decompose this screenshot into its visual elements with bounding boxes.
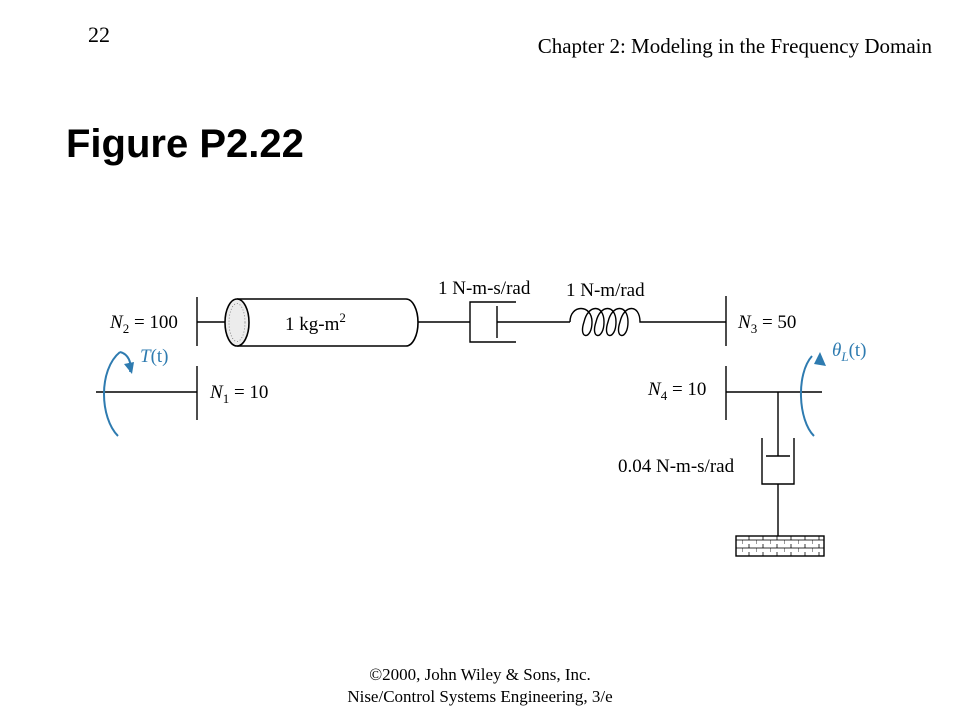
gear-n3-label: N3 = 50 <box>737 312 796 336</box>
gear-n2-n1-assembly <box>96 297 232 420</box>
footer: ©2000, John Wiley & Sons, Inc. Nise/Cont… <box>0 664 960 708</box>
damper-top-label: 1 N-m-s/rad <box>438 278 531 299</box>
copyright-line: ©2000, John Wiley & Sons, Inc. <box>369 665 591 684</box>
spring-label: 1 N-m/rad <box>566 280 645 301</box>
ground-block <box>735 535 825 557</box>
book-title-line: Nise/Control Systems Engineering, 3/e <box>347 687 613 706</box>
damper-bottom <box>761 438 795 536</box>
damper-bottom-label: 0.04 N-m-s/rad <box>618 456 735 477</box>
angle-arrow <box>800 355 815 437</box>
angle-arrowhead <box>814 352 826 366</box>
gear-n1-label: N1 = 10 <box>209 382 268 406</box>
angle-label: θL(t) <box>832 340 867 364</box>
spring-coil <box>569 307 726 337</box>
chapter-title: Chapter 2: Modeling in the Frequency Dom… <box>537 34 932 58</box>
gear-n4-label: N4 = 10 <box>647 379 706 403</box>
torque-arrowhead <box>124 362 134 374</box>
gear-n3-n4-assembly <box>725 296 822 456</box>
page-number: 22 <box>88 22 110 47</box>
figure-title: Figure P2.22 <box>66 122 304 166</box>
damper-top <box>469 301 570 343</box>
gear-n2-label: N2 = 100 <box>109 312 178 336</box>
inertia-cylinder <box>224 298 419 347</box>
torque-label: T(t) <box>140 346 169 367</box>
inertia-label: 1 kg-m2 <box>285 310 346 335</box>
